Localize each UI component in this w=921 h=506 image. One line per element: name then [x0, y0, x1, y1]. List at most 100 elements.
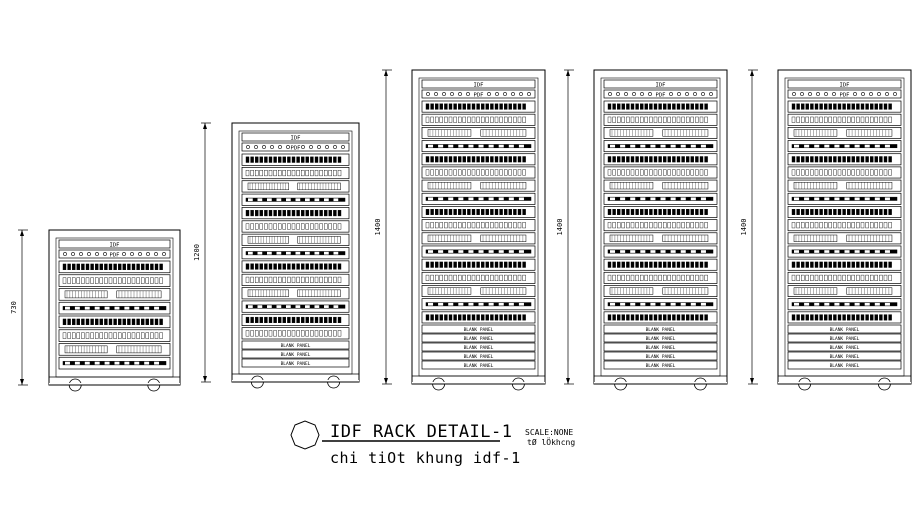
equipment-unit [241, 180, 350, 193]
port-icon [490, 116, 494, 123]
port-icon [154, 263, 159, 271]
cable-slot [640, 302, 646, 306]
port-icon [630, 156, 635, 163]
port-icon [607, 274, 612, 281]
port-icon [796, 274, 800, 281]
port-icon [458, 222, 462, 229]
port-icon [824, 314, 828, 321]
patch-block [609, 129, 654, 137]
dimension-arrow-bottom [203, 376, 207, 382]
port-icon [435, 169, 439, 176]
port-icon [444, 103, 448, 110]
port-icon [485, 261, 489, 268]
port-icon [870, 274, 874, 281]
port-icon [310, 223, 314, 230]
port-icon [462, 274, 466, 281]
port-icon [136, 318, 140, 326]
port-icon [159, 318, 163, 326]
equipment-unit [787, 245, 902, 258]
port-icon [314, 330, 319, 337]
port-icon [268, 210, 273, 217]
port-icon [874, 156, 878, 163]
port-icon [254, 276, 259, 283]
port-icon [435, 314, 439, 321]
port-icon [462, 209, 466, 215]
port-icon [305, 276, 309, 283]
port-icon [108, 263, 113, 271]
port-icon [310, 316, 314, 324]
port-icon [136, 277, 140, 284]
port-icon [658, 103, 662, 110]
port-icon [305, 330, 309, 337]
port-icon [513, 169, 517, 176]
port-icon [439, 314, 443, 321]
cable-slot [488, 302, 494, 306]
port-icon [508, 314, 512, 321]
port-icon [837, 116, 842, 123]
cable-slot [630, 302, 636, 306]
cable-slot [620, 250, 626, 253]
port-icon [635, 314, 639, 321]
outlet-icon [309, 145, 313, 149]
port-icon [621, 261, 625, 268]
port-icon [686, 274, 690, 281]
cable-slot [295, 251, 301, 255]
port-icon [85, 263, 90, 271]
port-icon [439, 169, 443, 176]
port-icon [658, 209, 662, 215]
port-icon [640, 209, 644, 215]
port-icon [458, 209, 462, 215]
port-icon [278, 223, 282, 230]
port-icon [282, 263, 286, 270]
port-icon [250, 316, 254, 324]
port-icon [690, 261, 694, 268]
port-icon [159, 277, 163, 284]
equipment-unit [421, 271, 536, 284]
port-icon [607, 116, 612, 123]
cable-slot [824, 302, 830, 306]
port-icon [301, 169, 305, 177]
port-icon [663, 169, 667, 176]
port-icon [490, 261, 494, 268]
port-icon [828, 169, 832, 176]
port-icon [425, 261, 430, 268]
equipment-unit [421, 140, 536, 153]
blank-panel [603, 342, 718, 352]
port-icon [508, 261, 512, 268]
port-icon [476, 314, 480, 321]
port-icon [819, 156, 823, 163]
cable-slot [834, 144, 840, 148]
port-icon [796, 103, 800, 110]
cable-slot [248, 198, 253, 202]
port-icon [874, 103, 878, 110]
cable-slot [305, 251, 310, 255]
outlet-icon [693, 92, 697, 96]
cable-slot [864, 197, 870, 201]
port-icon [686, 116, 690, 123]
port-icon [879, 103, 883, 110]
outlet-icon [669, 92, 673, 96]
port-icon [828, 103, 832, 110]
port-icon [695, 103, 699, 110]
port-icon [264, 223, 268, 230]
equipment-unit [241, 153, 350, 166]
port-icon [630, 274, 635, 281]
port-icon [296, 169, 300, 177]
port-icon [108, 277, 113, 284]
port-icon [328, 223, 332, 230]
port-icon [435, 116, 439, 123]
port-icon [517, 209, 522, 215]
port-icon [517, 222, 522, 229]
port-icon [287, 210, 291, 217]
port-icon [883, 209, 888, 215]
port-icon [513, 222, 517, 229]
port-icon [94, 277, 99, 284]
port-icon [653, 103, 658, 110]
patch-block [427, 287, 472, 295]
port-icon [435, 156, 439, 163]
port-icon [607, 169, 612, 176]
port-icon [617, 261, 621, 268]
port-icon [860, 314, 865, 321]
port-icon [649, 103, 653, 110]
